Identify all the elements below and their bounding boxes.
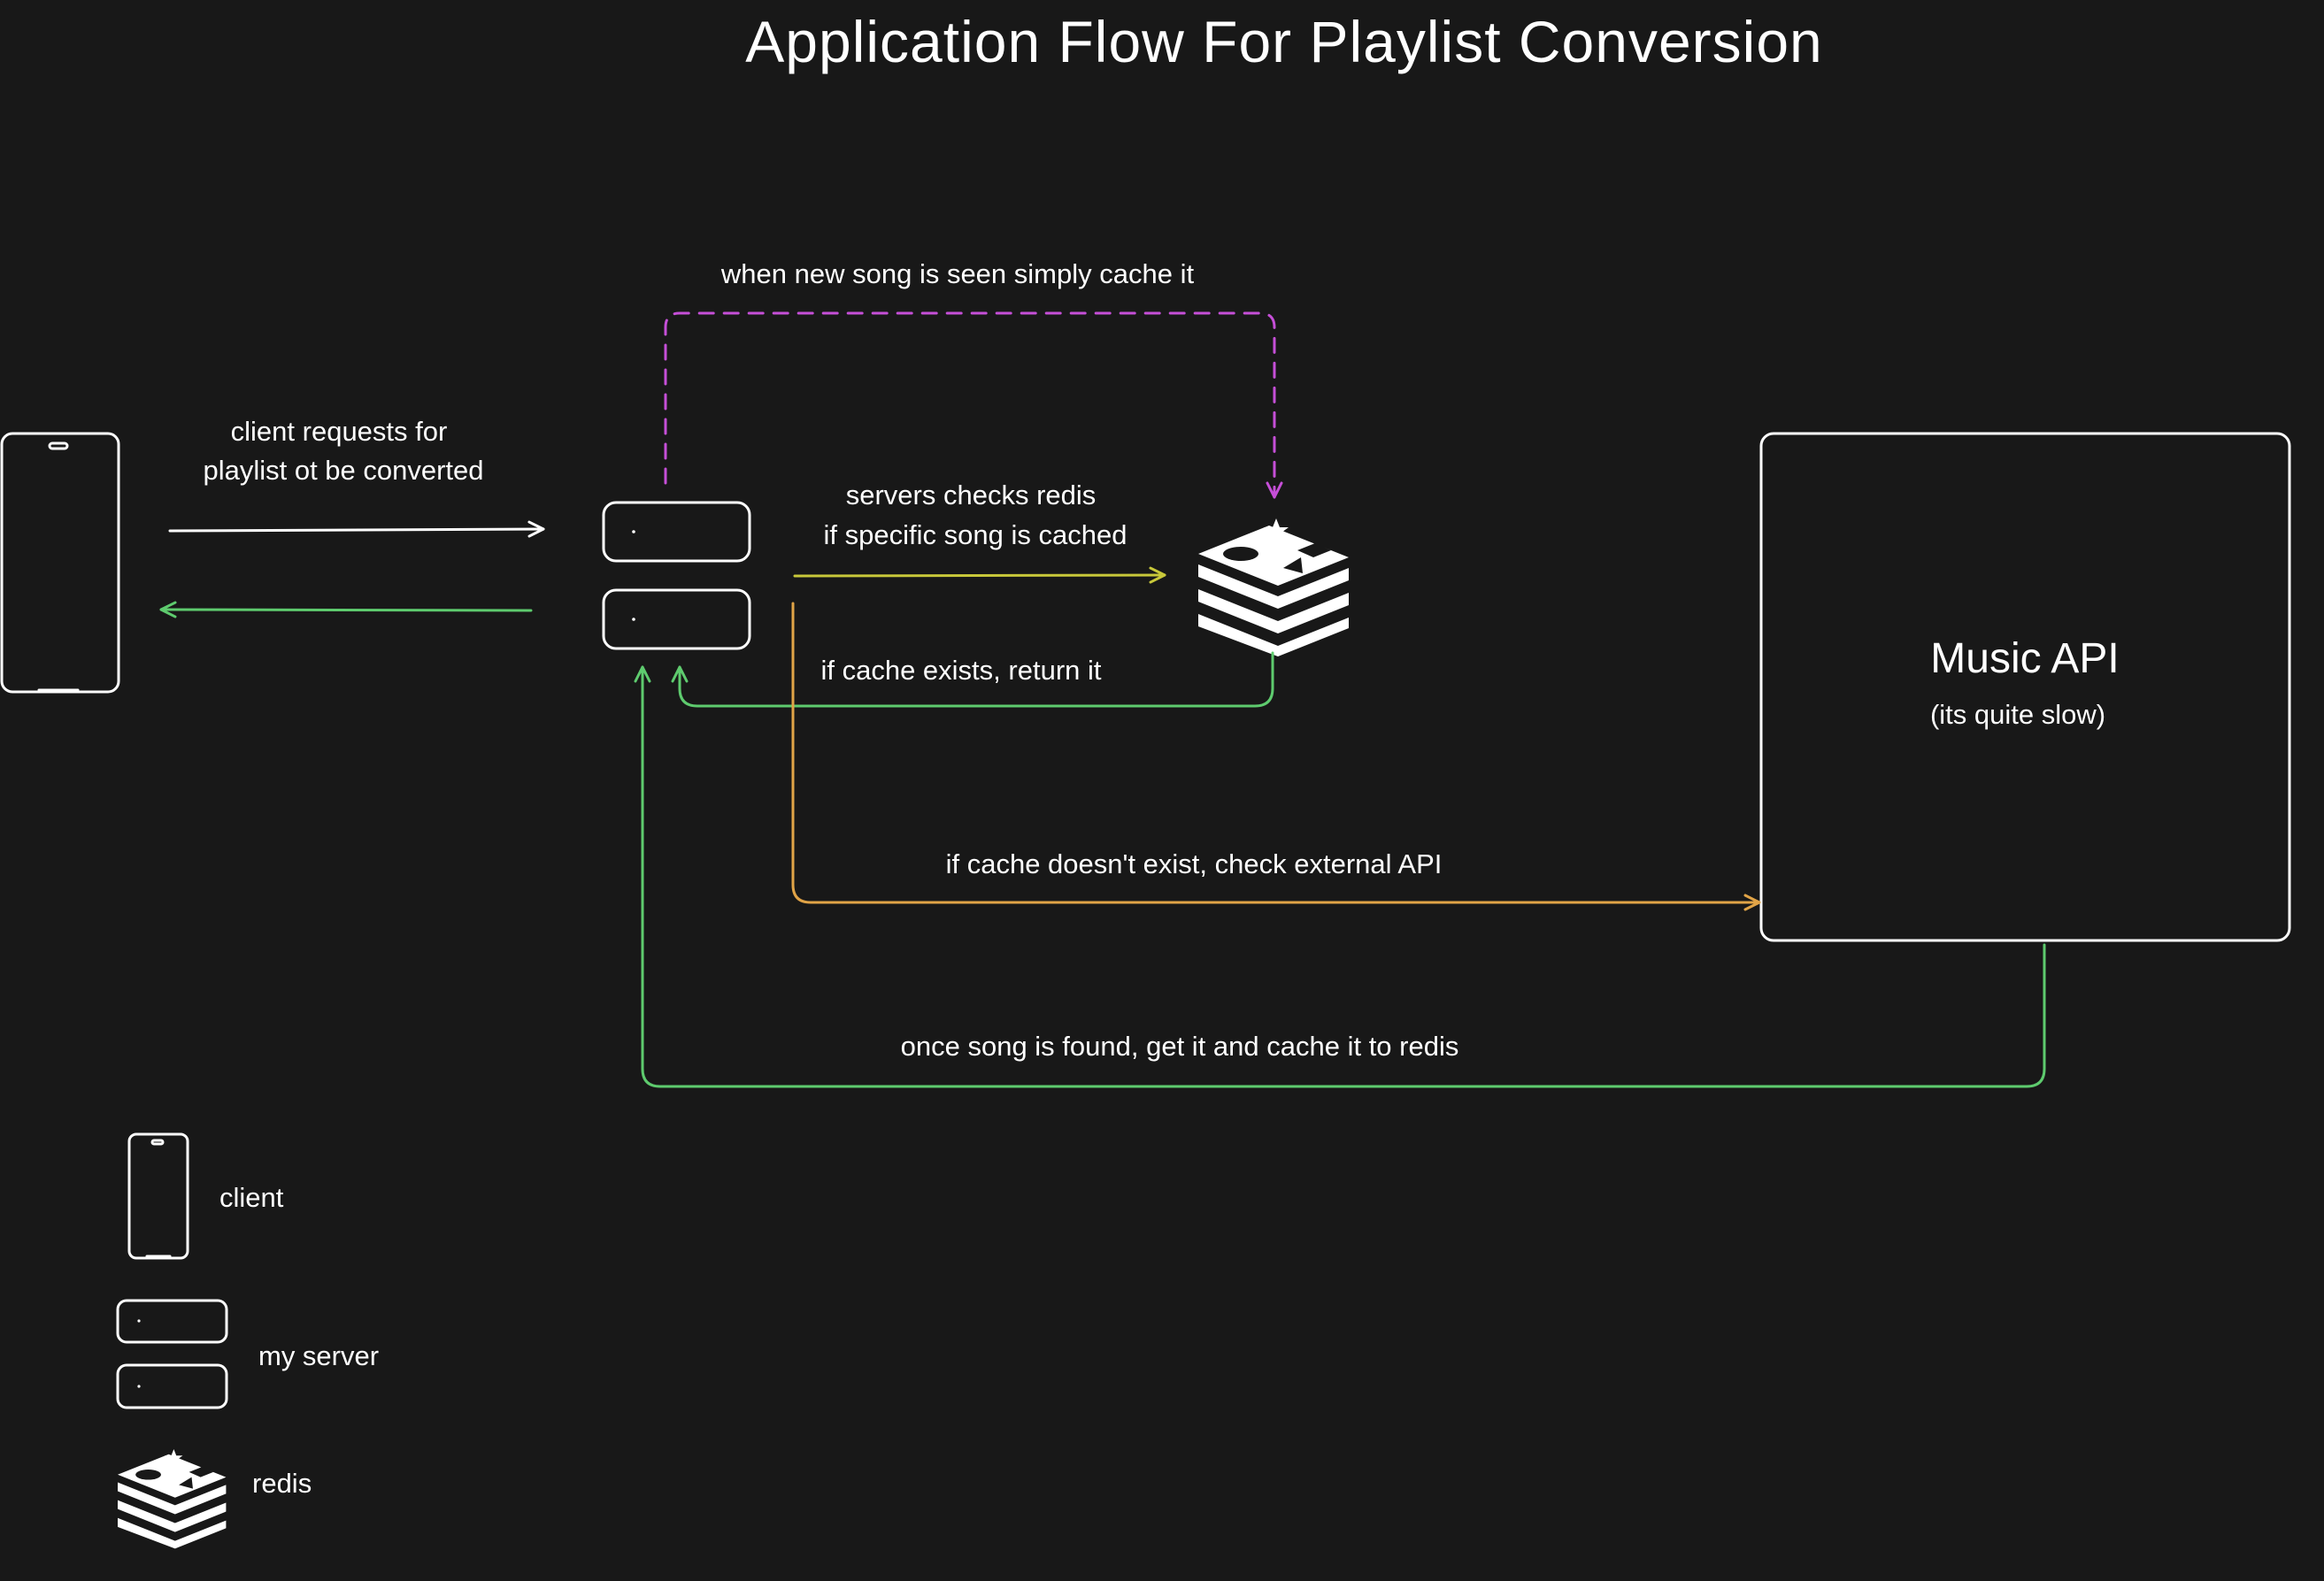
edge-cache-return: if cache exists, return it	[671, 651, 1274, 708]
client-node	[0, 432, 120, 694]
cache-return-arrow	[671, 651, 1274, 708]
api-return-arrow	[634, 665, 2046, 1088]
music-api-box	[1759, 432, 2291, 942]
external-api-arrow	[791, 602, 1761, 911]
page-title: Application Flow For Playlist Conversion	[745, 9, 1822, 74]
api-return-label: once song is found, get it and cache it …	[901, 1031, 1459, 1062]
legend-label-redis: redis	[252, 1468, 312, 1499]
edge-client-request: client requests for playlist ot be conve…	[168, 416, 545, 538]
redis-node	[1198, 518, 1349, 656]
legend-item-client: client	[127, 1132, 284, 1260]
server-stack-icon	[602, 501, 751, 650]
server-node	[602, 501, 751, 650]
legend-label-client: client	[219, 1182, 284, 1213]
legend-item-server: my server	[116, 1299, 379, 1409]
legend-item-redis: redis	[118, 1449, 312, 1549]
phone-icon	[127, 1132, 189, 1260]
client-request-label-line2: playlist ot be converted	[203, 455, 483, 486]
edge-api-return: once song is found, get it and cache it …	[634, 665, 2046, 1088]
check-redis-label-line1: servers checks redis	[846, 480, 1097, 510]
redis-icon	[1198, 518, 1349, 656]
request-arrow	[168, 520, 545, 538]
edge-external-api: if cache doesn't exist, check external A…	[791, 602, 1761, 911]
music-api-node: Music API (its quite slow)	[1759, 432, 2291, 942]
client-request-label-line1: client requests for	[231, 416, 448, 447]
edge-cache-new-song: when new song is seen simply cache it	[664, 258, 1283, 499]
cache-write-arrow	[664, 311, 1283, 499]
legend: client my server redis	[116, 1132, 379, 1549]
external-api-label: if cache doesn't exist, check external A…	[946, 848, 1443, 879]
check-redis-label-line2: if specific song is cached	[824, 519, 1127, 550]
cache-return-label: if cache exists, return it	[820, 655, 1101, 686]
phone-icon	[0, 432, 120, 694]
server-stack-icon	[116, 1299, 228, 1409]
music-api-subtitle: (its quite slow)	[1930, 699, 2105, 730]
cache-new-song-label: when new song is seen simply cache it	[720, 258, 1195, 289]
edge-check-redis: servers checks redis if specific song is…	[793, 480, 1166, 584]
legend-label-server: my server	[258, 1340, 379, 1371]
redis-icon	[118, 1449, 227, 1549]
check-cache-arrow	[793, 566, 1166, 584]
music-api-title: Music API	[1930, 635, 2119, 682]
